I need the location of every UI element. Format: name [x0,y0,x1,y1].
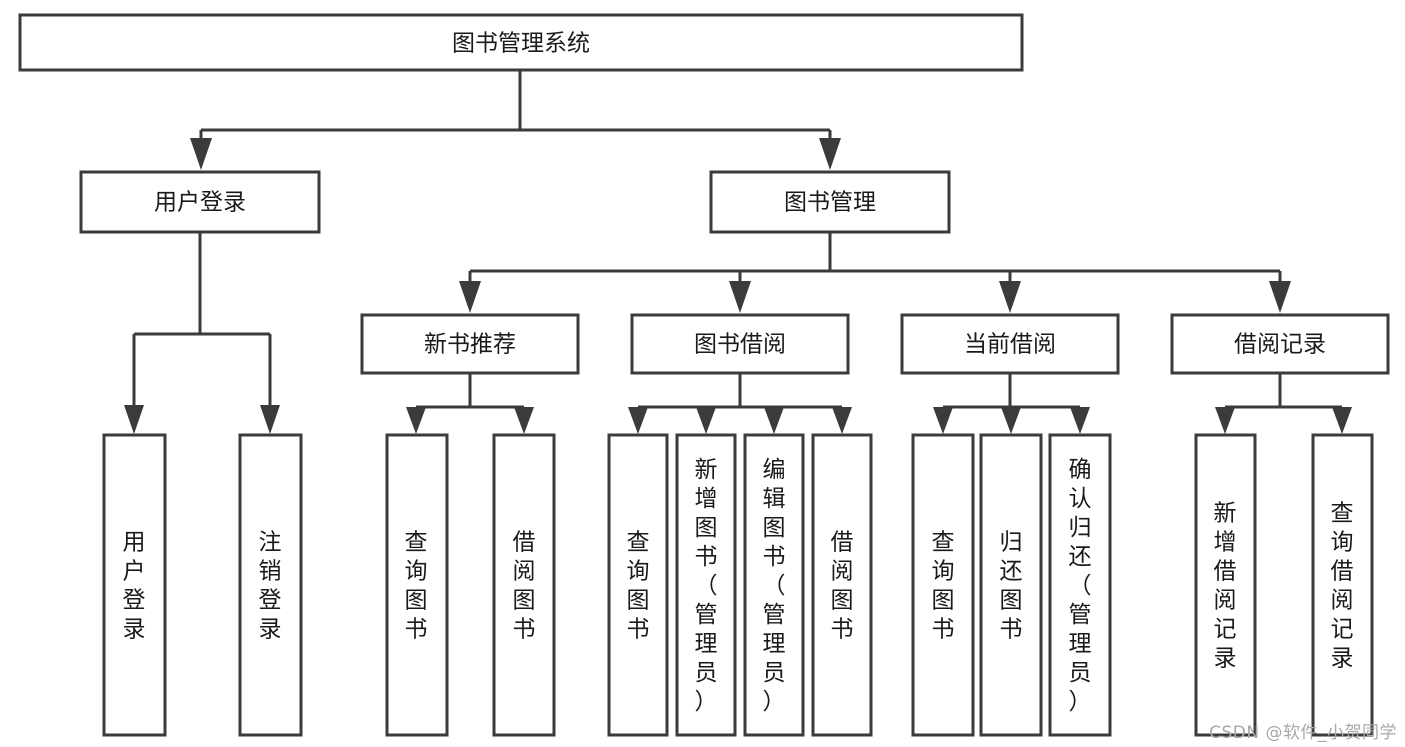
link-newbook-bar [414,373,526,418]
node-leaf-edit-book-label: 编辑图书（管理员） [763,457,786,715]
node-user-login[interactable]: 用户登录 [79,170,321,234]
node-new-book-recommend-box[interactable] [360,313,580,375]
node-leaf-add-record-box[interactable] [1194,433,1257,737]
node-borrow-record-box[interactable] [1170,313,1390,375]
arrow-to-leaf-borrow-book-2 [832,407,852,434]
node-leaf-query-book-2[interactable]: 查询图书 [607,433,669,737]
node-leaf-query-record[interactable]: 查询借阅记录 [1311,433,1374,737]
node-leaf-user-logout-label: 注销登录 [259,530,282,643]
node-leaf-confirm-return-label: 确认归还（管理员） [1069,457,1092,715]
arrow-to-leaf-add-book [696,407,716,434]
node-user-login-box[interactable] [79,170,321,234]
node-leaf-query-book-2-box[interactable] [607,433,669,737]
arrow-to-book-borrow [729,281,751,313]
arrowhead-layer [124,138,1352,434]
arrow-to-leaf-add-record [1215,407,1235,434]
node-leaf-confirm-return[interactable]: 确认归还（管理员） [1048,433,1112,737]
node-leaf-user-logout[interactable]: 注销登录 [238,433,303,737]
node-borrow-record-label: 借阅记录 [1234,332,1326,358]
arrow-to-leaf-return-book [1001,407,1021,434]
node-leaf-borrow-book-2-label: 借阅图书 [831,530,854,643]
node-leaf-edit-book-box[interactable] [743,433,805,737]
node-book-manage-label: 图书管理 [784,190,876,216]
node-leaf-user-login-box[interactable] [102,433,167,737]
node-borrow-record[interactable]: 借阅记录 [1170,313,1390,375]
node-current-borrow[interactable]: 当前借阅 [900,313,1120,375]
arrow-to-leaf-query-book-2 [628,407,648,434]
node-leaf-add-book[interactable]: 新增图书（管理员） [675,433,737,737]
node-root-box[interactable] [18,13,1024,72]
node-leaf-borrow-book-1-box[interactable] [492,433,556,737]
node-leaf-user-logout-box[interactable] [238,433,303,737]
arrow-to-leaf-query-book-1 [406,407,426,434]
link-root-trunk [199,70,832,155]
link-bookborrow-bar [636,373,844,418]
arrow-to-user-login [190,138,212,170]
node-leaf-query-book-1-label: 查询图书 [405,530,428,643]
node-leaf-query-book-1[interactable]: 查询图书 [385,433,449,737]
link-borrowrecord-bar [1223,373,1344,418]
node-leaf-query-record-box[interactable] [1311,433,1374,737]
node-leaf-return-book[interactable]: 归还图书 [979,433,1043,737]
node-leaf-add-record[interactable]: 新增借阅记录 [1194,433,1257,737]
node-leaf-borrow-book-2-box[interactable] [811,433,873,737]
node-new-book-recommend-label: 新书推荐 [424,332,516,358]
node-leaf-query-book-1-box[interactable] [385,433,449,737]
link-bookmanage-bar [468,232,1282,297]
arrow-to-leaf-confirm-return [1070,407,1090,434]
node-leaf-query-book-3-label: 查询图书 [932,530,955,643]
node-root-label: 图书管理系统 [452,31,590,57]
node-book-manage-box[interactable] [709,170,951,234]
node-leaf-return-book-label: 归还图书 [1000,530,1023,643]
node-leaf-user-login[interactable]: 用户登录 [102,433,167,737]
node-leaf-query-record-label: 查询借阅记录 [1331,501,1354,672]
node-leaf-edit-book[interactable]: 编辑图书（管理员） [743,433,805,737]
node-leaf-add-book-label: 新增图书（管理员） [695,457,718,715]
node-book-borrow[interactable]: 图书借阅 [630,313,850,375]
node-leaf-add-record-label: 新增借阅记录 [1214,501,1237,672]
node-book-borrow-label: 图书借阅 [694,332,786,358]
node-new-book-recommend[interactable]: 新书推荐 [360,313,580,375]
node-current-borrow-box[interactable] [900,313,1120,375]
node-leaf-add-book-box[interactable] [675,433,737,737]
arrow-to-current-borrow [999,281,1021,313]
arrow-to-leaf-borrow-book-1 [514,407,534,434]
arrow-to-leaf-edit-book [764,407,784,434]
arrow-to-leaf-user-login [124,405,144,434]
node-root[interactable]: 图书管理系统 [18,13,1024,72]
arrow-to-leaf-user-logout [260,405,280,434]
node-leaf-borrow-book-1[interactable]: 借阅图书 [492,433,556,737]
node-book-borrow-box[interactable] [630,313,850,375]
node-current-borrow-label: 当前借阅 [964,332,1056,358]
arrow-to-new-book [459,281,481,313]
csdn-watermark: CSDN @软件_小贺同学 [1209,723,1397,743]
node-leaf-borrow-book-2[interactable]: 借阅图书 [811,433,873,737]
node-leaf-query-book-3-box[interactable] [911,433,975,737]
node-leaf-user-login-label: 用户登录 [123,530,146,643]
arrow-to-book-manage [819,138,841,170]
node-leaf-return-book-box[interactable] [979,433,1043,737]
arrow-to-leaf-query-record [1332,407,1352,434]
arrow-to-leaf-query-book-3 [933,407,953,434]
node-user-login-label: 用户登录 [154,190,246,216]
node-leaf-query-book-2-label: 查询图书 [627,530,650,643]
link-userlogin-bar [132,232,272,418]
node-leaf-query-book-3[interactable]: 查询图书 [911,433,975,737]
arrow-to-borrow-record [1269,281,1291,313]
node-leaf-confirm-return-box[interactable] [1048,433,1112,737]
node-leaf-borrow-book-1-label: 借阅图书 [513,530,536,643]
node-book-manage[interactable]: 图书管理 [709,170,951,234]
